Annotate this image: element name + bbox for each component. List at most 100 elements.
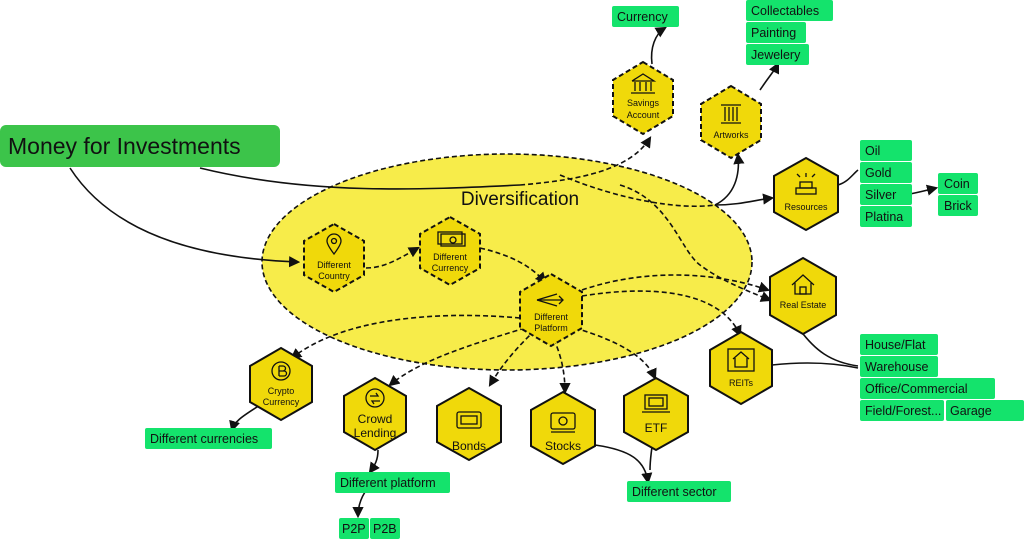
- edge-root-savings: [199, 167, 521, 190]
- node-savings-account: Savings Account: [612, 60, 674, 136]
- edge-reits-house: [771, 362, 859, 369]
- node-crowd-lending: Crowd Lending: [343, 376, 407, 452]
- bond-certificate-icon: [456, 411, 482, 429]
- edge-silver-coin: [909, 184, 939, 196]
- node-crowd-lending-line1: Crowd: [358, 412, 393, 426]
- column-pillar-icon: [721, 104, 741, 124]
- node-resources: Resources: [773, 156, 839, 232]
- tag-oil: Oil: [860, 140, 912, 161]
- diversification-ellipse: [261, 153, 753, 371]
- edge-artworks-jewelery: [759, 61, 780, 91]
- tag-gold: Gold: [860, 162, 912, 183]
- tag-different-currencies: Different currencies: [145, 428, 272, 449]
- node-different-currency: Different Currency: [419, 215, 481, 287]
- tag-painting: Painting: [746, 22, 806, 43]
- node-savings-account-line1: Savings: [627, 98, 660, 108]
- edge-resources-metals: [837, 169, 859, 186]
- tag-currency: Currency: [612, 6, 679, 27]
- node-reits: REITs: [709, 330, 773, 406]
- svg-text:Garage: Garage: [950, 404, 992, 418]
- tag-p2b: P2B: [370, 518, 400, 539]
- node-different-currency-line1: Different: [433, 252, 467, 262]
- edge-stocks-sector: [594, 444, 653, 485]
- tag-different-platform: Different platform: [335, 472, 450, 493]
- svg-text:House/Flat: House/Flat: [865, 338, 926, 352]
- edge-platform-crowd: [388, 327, 526, 387]
- tag-jewelery: Jewelery: [746, 44, 809, 65]
- node-different-country-line1: Different: [317, 260, 351, 270]
- node-different-currency-line2: Currency: [432, 263, 469, 273]
- node-real-estate-label: Real Estate: [780, 300, 827, 310]
- node-different-country-line2: Country: [318, 271, 350, 281]
- edge-root-country: [69, 167, 301, 268]
- svg-text:Oil: Oil: [865, 144, 880, 158]
- root-node: Money for Investments: [0, 125, 280, 167]
- node-crypto-currency-line2: Currency: [263, 397, 300, 407]
- bank-building-icon: [631, 73, 657, 94]
- svg-text:Different sector: Different sector: [632, 485, 717, 499]
- node-etf-label: ETF: [645, 421, 668, 435]
- edge-root-artworks: [714, 152, 745, 206]
- stock-certificate-icon: [550, 412, 576, 433]
- node-different-platform: Different Platform: [519, 272, 583, 348]
- svg-text:Silver: Silver: [865, 188, 896, 202]
- svg-text:Currency: Currency: [617, 10, 668, 24]
- node-etf: ETF: [623, 376, 689, 452]
- edge-realestate-house: [799, 329, 859, 367]
- node-crypto-currency: Crypto Currency: [249, 346, 313, 422]
- tag-brick: Brick: [938, 195, 978, 216]
- edge-platform-stocks: [549, 331, 571, 395]
- svg-text:Platina: Platina: [865, 210, 903, 224]
- edge-platform-p2p: [352, 491, 366, 519]
- svg-text:Coin: Coin: [944, 177, 970, 191]
- node-savings-account-line2: Account: [627, 110, 660, 120]
- exchange-circle-icon: [365, 388, 385, 408]
- node-artworks-label: Artworks: [713, 130, 749, 140]
- svg-text:Painting: Painting: [751, 26, 796, 40]
- edge-country-currency: [365, 246, 420, 269]
- node-different-platform-line2: Platform: [534, 323, 568, 333]
- node-resources-label: Resources: [784, 202, 828, 212]
- edge-root-savings-dash: [519, 136, 652, 186]
- node-bonds: Bonds: [436, 386, 502, 462]
- svg-text:Collectables: Collectables: [751, 4, 819, 18]
- edge-root-artworks-dash: [559, 174, 716, 208]
- edge-crowd-platform: [368, 449, 380, 474]
- edge-platform-etf: [574, 327, 657, 381]
- bitcoin-icon: [271, 361, 291, 381]
- node-crypto-currency-line1: Crypto: [268, 386, 295, 396]
- svg-text:Different platform: Different platform: [340, 476, 436, 490]
- house-icon: [791, 274, 815, 295]
- svg-text:P2B: P2B: [373, 522, 397, 536]
- node-stocks-label: Stocks: [545, 439, 581, 453]
- location-pin-icon: [326, 233, 342, 256]
- edge-crypto-currencies: [229, 404, 261, 433]
- edge-platform-reits: [581, 290, 742, 338]
- diversification-label: Diversification: [461, 189, 579, 210]
- tag-house-flat: House/Flat: [860, 334, 938, 355]
- tag-warehouse: Warehouse: [860, 356, 938, 377]
- node-stocks: Stocks: [530, 390, 596, 466]
- edge-platform-bonds: [488, 329, 536, 387]
- root-box: [0, 125, 280, 167]
- tag-different-sector: Different sector: [627, 481, 731, 502]
- share-arrows-icon: [536, 293, 564, 307]
- house-frame-icon: [727, 348, 755, 372]
- svg-text:Different currencies: Different currencies: [150, 432, 258, 446]
- root-label: Money for Investments: [8, 133, 241, 159]
- svg-text:Warehouse: Warehouse: [865, 360, 929, 374]
- svg-text:Office/Commercial: Office/Commercial: [865, 382, 968, 396]
- svg-text:Gold: Gold: [865, 166, 891, 180]
- node-bonds-label: Bonds: [452, 439, 486, 453]
- svg-text:Jewelery: Jewelery: [751, 48, 801, 62]
- edge-root-resources: [714, 193, 775, 206]
- svg-text:P2P: P2P: [342, 522, 366, 536]
- tag-office-commercial: Office/Commercial: [860, 378, 995, 399]
- tag-p2p: P2P: [339, 518, 369, 539]
- node-crowd-lending-line2: Lending: [354, 426, 397, 440]
- svg-text:Field/Forest...: Field/Forest...: [865, 404, 941, 418]
- edge-platform-crypto: [290, 314, 521, 360]
- node-different-platform-line1: Different: [534, 312, 568, 322]
- node-different-country: Different Country: [303, 222, 365, 294]
